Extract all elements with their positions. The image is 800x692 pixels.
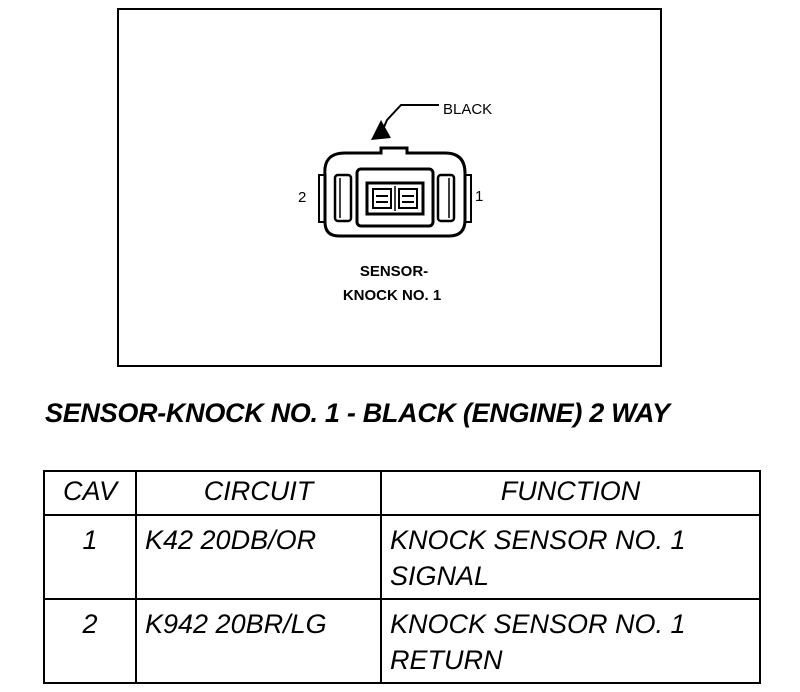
connector-body [318,146,472,238]
wire-color-label: BLACK [443,101,492,118]
function-cell: KNOCK SENSOR NO. 1 SIGNAL [380,514,761,600]
cav-cell: 1 [43,514,137,600]
connector-figure: BLACK [117,8,662,367]
cav-cell: 2 [43,598,137,684]
wire-leader-line [380,104,439,135]
caption-line-1: SENSOR- [360,263,428,280]
pinout-table: CAV CIRCUIT FUNCTION 1 K42 20DB/OR KNOCK… [43,470,761,684]
header-circuit: CIRCUIT [135,470,382,516]
pin-2-label: 2 [298,189,306,206]
pin-1-label: 1 [475,188,483,205]
table-row: 2 K942 20BR/LG KNOCK SENSOR NO. 1 RETURN [43,598,761,684]
table-header-row: CAV CIRCUIT FUNCTION [43,470,761,516]
circuit-cell: K42 20DB/OR [135,514,382,600]
header-cav: CAV [43,470,137,516]
terminal-2 [372,188,392,209]
connector-title: SENSOR-KNOCK NO. 1 - BLACK (ENGINE) 2 WA… [45,398,670,428]
function-cell: KNOCK SENSOR NO. 1 RETURN [380,598,761,684]
leader-arrowhead [371,120,391,140]
terminal-1 [398,188,418,209]
table-row: 1 K42 20DB/OR KNOCK SENSOR NO. 1 SIGNAL [43,514,761,600]
circuit-cell: K942 20BR/LG [135,598,382,684]
header-function: FUNCTION [380,470,761,516]
connector-diagram: BLACK [298,101,492,304]
caption-line-2: KNOCK NO. 1 [343,287,441,304]
